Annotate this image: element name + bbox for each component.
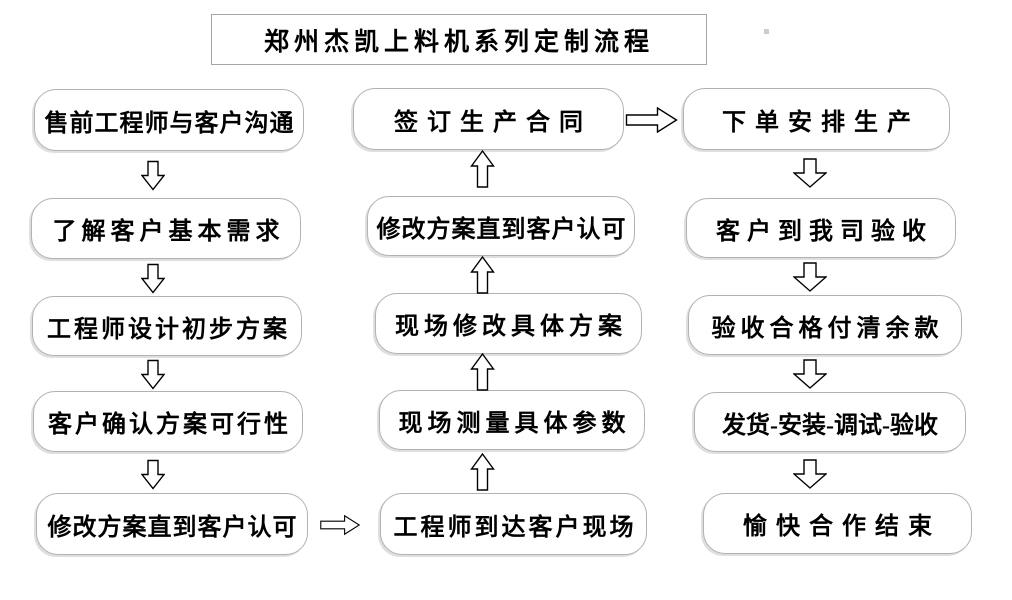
flow-box-middle-3: 现场修改具体方案 [375,293,642,354]
flow-box-middle-5: 工程师到达客户现场 [380,493,647,555]
flow-box-right-3: 验收合格付清余款 [688,295,962,355]
flow-box-middle-4: 现场测量具体参数 [379,390,645,450]
down-arrow-icon [793,262,827,292]
flowchart-title-box: 郑州杰凯上料机系列定制流程 [211,14,707,65]
flow-box-left-2: 了解客户基本需求 [31,198,301,259]
up-arrow-icon [470,353,495,391]
flow-box-right-5: 愉快合作结束 [703,493,972,554]
up-arrow-icon [470,256,495,294]
flow-box-left-1: 售前工程师与客户沟通 [34,89,304,151]
flow-box-middle-2: 修改方案直到客户认可 [367,196,635,256]
stray-dot [764,29,769,34]
down-arrow-icon [793,458,827,490]
up-arrow-icon [470,150,495,188]
right-arrow-icon [320,512,360,538]
down-arrow-icon [141,359,165,390]
down-arrow-icon [793,158,827,188]
flow-box-middle-1: 签订生产合同 [353,88,624,150]
flow-box-right-4: 发货-安装-调试-验收 [694,392,966,452]
flow-box-right-2: 客户到我司验收 [686,198,956,258]
flow-box-right-1: 下单安排生产 [683,88,950,150]
flow-box-left-3: 工程师设计初步方案 [32,296,302,356]
right-arrow-icon [625,107,678,133]
flow-box-left-4: 客户确认方案可行性 [33,391,303,452]
flow-box-left-5: 修改方案直到客户认可 [36,493,308,555]
down-arrow-icon [141,263,165,294]
up-arrow-icon [470,453,495,491]
down-arrow-icon [793,359,827,389]
down-arrow-icon [141,160,165,191]
down-arrow-icon [141,459,165,490]
flowchart-title: 郑州杰凯上料机系列定制流程 [263,28,654,56]
